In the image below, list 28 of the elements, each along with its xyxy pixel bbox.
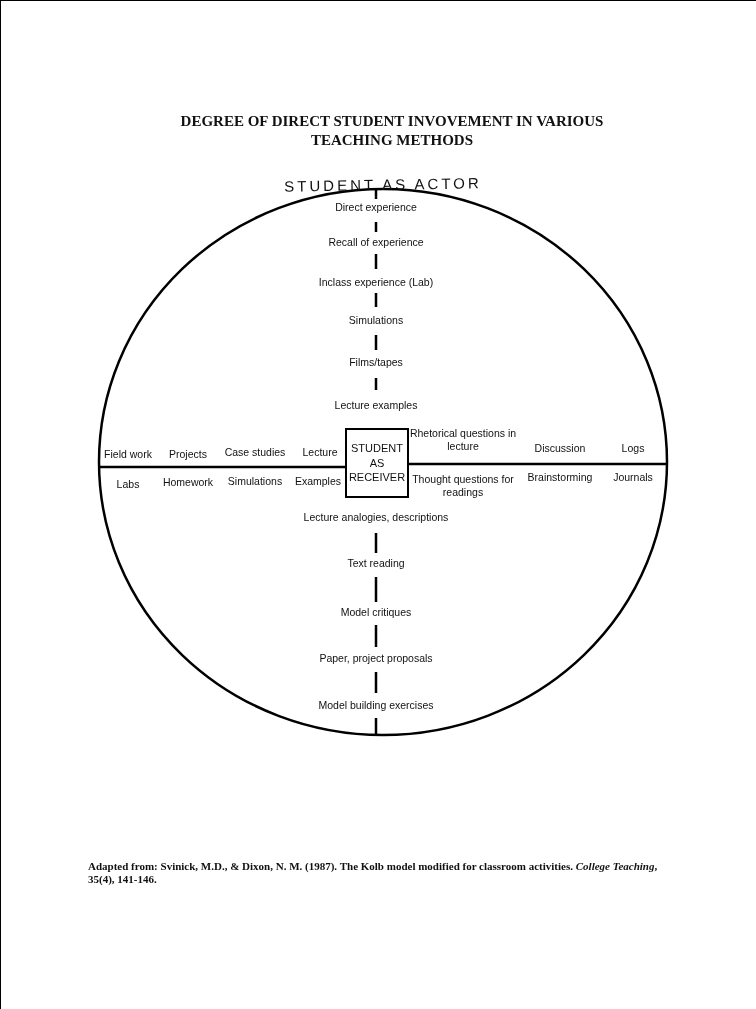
receiver-box: STUDENT AS RECEIVER bbox=[345, 428, 409, 498]
method-label: Films/tapes bbox=[349, 355, 403, 369]
method-label: Labs bbox=[116, 477, 140, 491]
method-label: Lecture examples bbox=[334, 398, 418, 412]
method-label: Recall of experience bbox=[328, 235, 424, 249]
method-label: Text reading bbox=[347, 556, 405, 570]
method-label: Case studies bbox=[224, 445, 286, 459]
method-label: Thought questions for readings bbox=[411, 473, 515, 499]
method-label: Brainstorming bbox=[527, 470, 593, 484]
method-label: Rhetorical questions in lecture bbox=[408, 427, 518, 453]
method-label: Paper, project proposals bbox=[319, 651, 433, 665]
method-label: Field work bbox=[104, 447, 152, 461]
method-label: Simulations bbox=[348, 313, 404, 327]
method-label: Logs bbox=[621, 441, 645, 455]
method-label: Lecture bbox=[302, 445, 338, 459]
method-label: Simulations bbox=[227, 474, 283, 488]
method-label: Homework bbox=[162, 475, 214, 489]
method-label: Journals bbox=[613, 470, 653, 484]
method-label: Model building exercises bbox=[318, 698, 434, 712]
method-label: Direct experience bbox=[335, 200, 417, 214]
method-label: Inclass experience (Lab) bbox=[318, 275, 434, 289]
method-label: Examples bbox=[294, 474, 342, 488]
diagram-title: DEGREE OF DIRECT STUDENT INVOVEMENT IN VARIOUS TEACHING METHODS bbox=[179, 112, 605, 150]
method-label: Projects bbox=[169, 447, 207, 461]
method-label: Lecture analogies, descriptions bbox=[303, 510, 449, 524]
method-label: Model critiques bbox=[340, 605, 412, 619]
method-label: Discussion bbox=[534, 441, 586, 455]
source-citation: Adapted from: Svinick, M.D., & Dixon, N. M. (1987). The Kolb model modified for classroom activities. College Teaching, 35(4), 141-146. bbox=[88, 860, 658, 887]
